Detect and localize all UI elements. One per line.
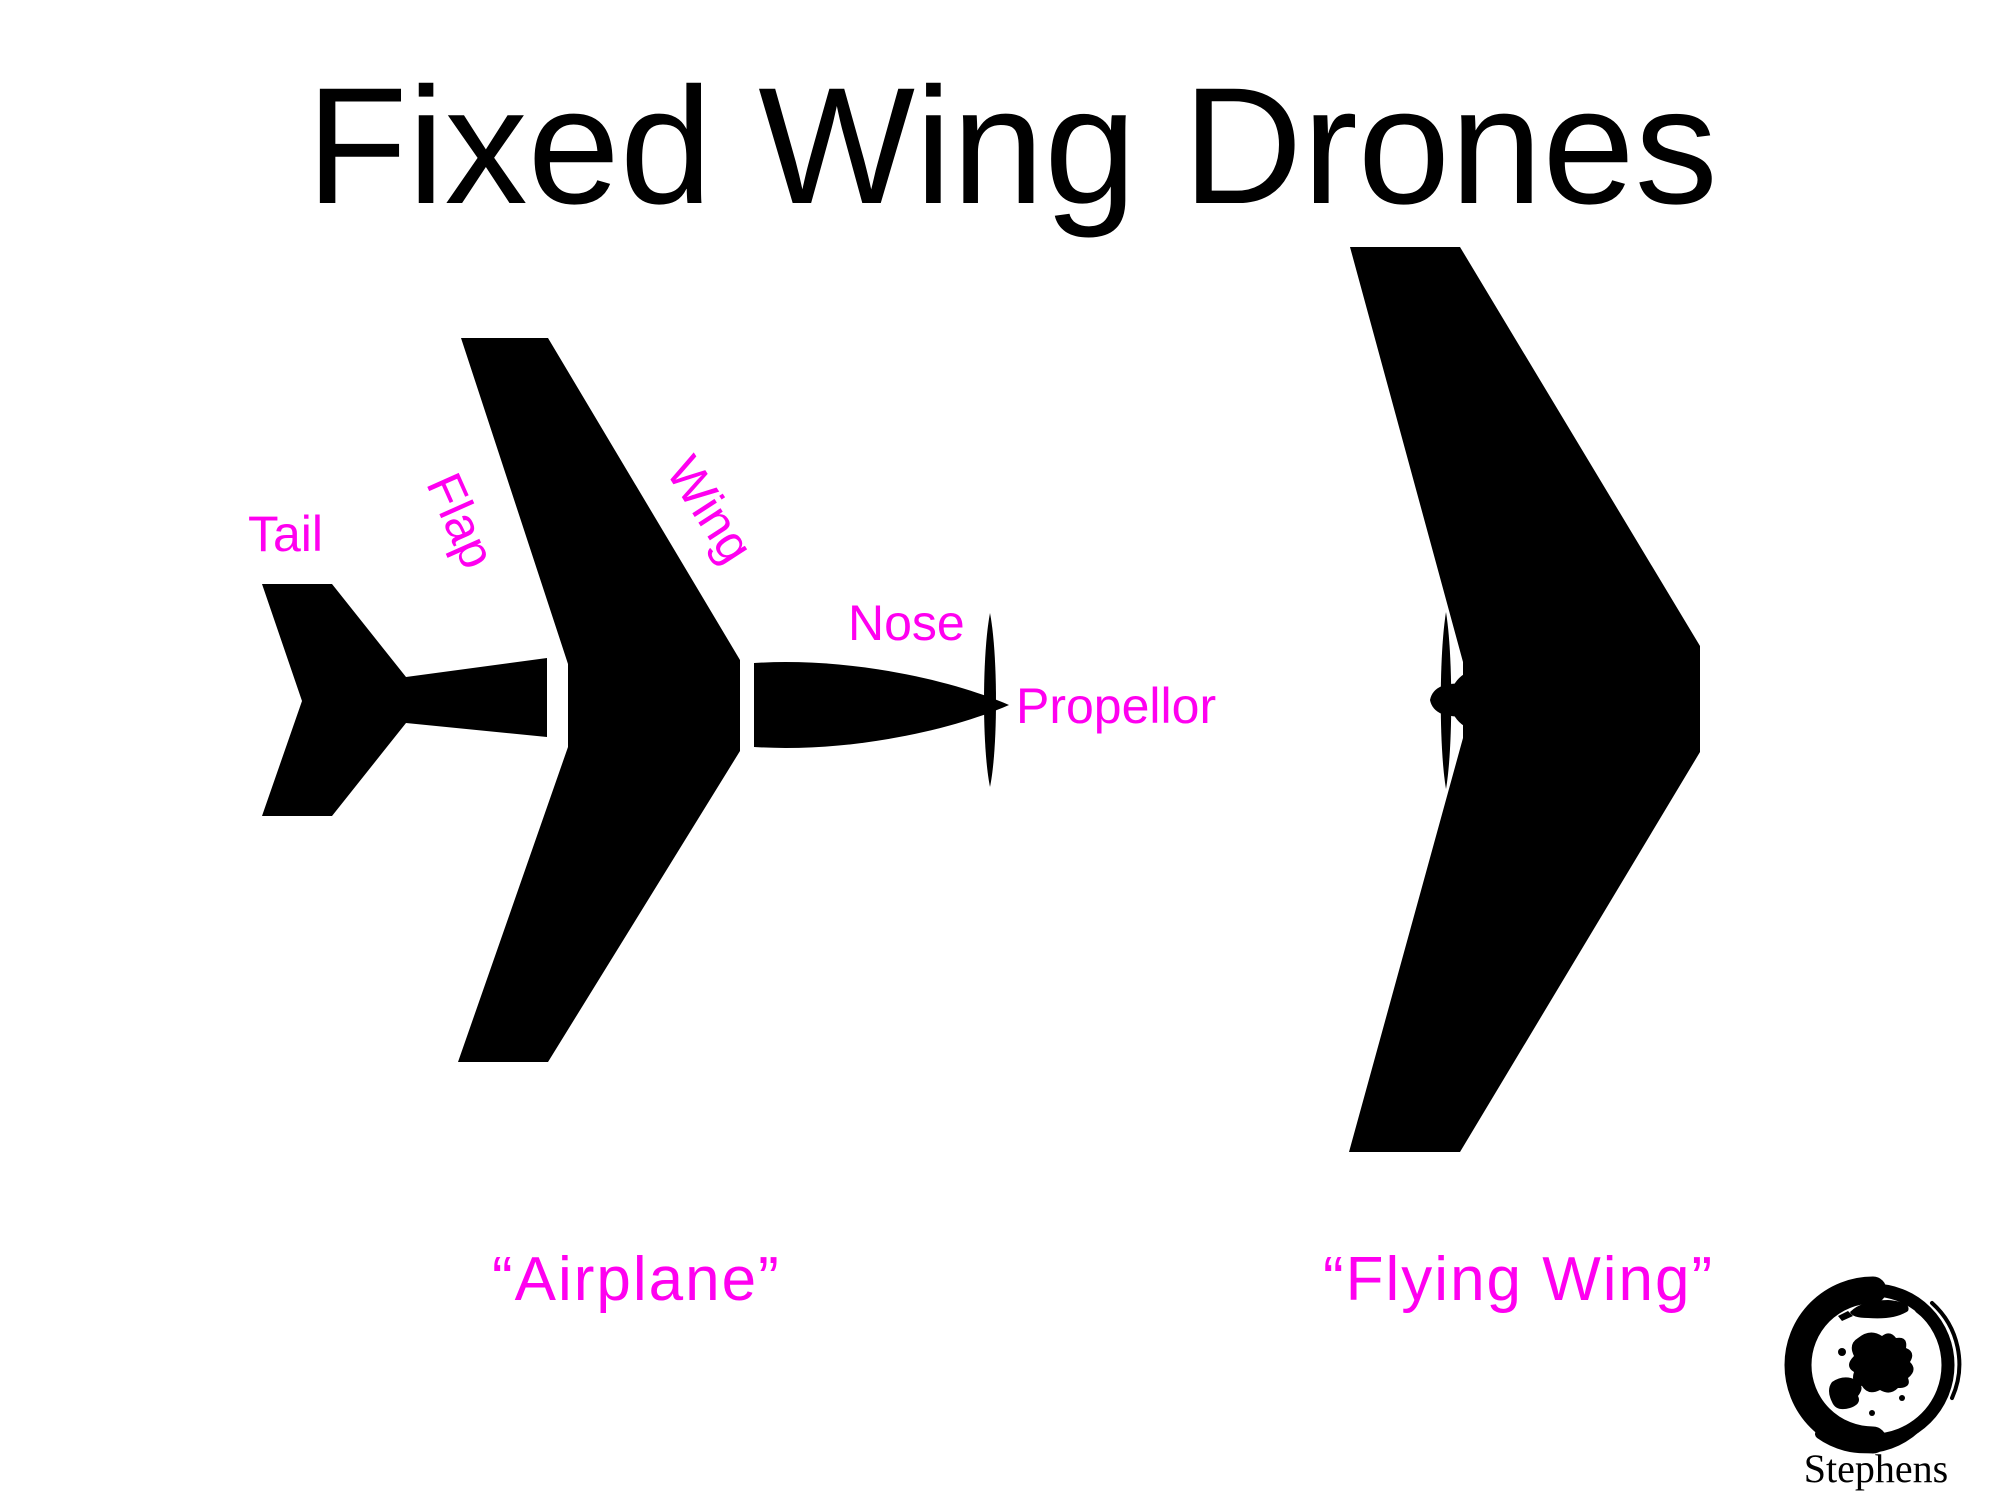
logo-mark (1784, 1276, 1962, 1454)
logo-ring-sketch-right2 (1930, 1301, 1962, 1400)
flying-wing-silhouette (1349, 247, 1700, 1152)
logo-land-main (1849, 1332, 1914, 1393)
airplane-nose-shape (754, 662, 1009, 748)
logo-wordmark: Stephens (1803, 1446, 1949, 1491)
label-tail: Tail (248, 506, 324, 562)
airplane-tail-shape (262, 584, 547, 816)
logo-globe-landmass (1829, 1300, 1914, 1416)
logo-land-south (1829, 1377, 1862, 1410)
logo-land-north (1850, 1300, 1909, 1319)
page-title: Fixed Wing Drones (306, 54, 1718, 239)
logo-ring-sketch-right1 (1915, 1307, 1950, 1393)
airplane-wing-shape (458, 338, 740, 1062)
caption-flying-wing: “Flying Wing” (1323, 1245, 1715, 1314)
logo-land-dot2 (1899, 1395, 1905, 1401)
logo-land-dot3 (1869, 1410, 1875, 1416)
logo-land-dot1 (1838, 1348, 1846, 1356)
logo-land-sliver (1838, 1311, 1853, 1321)
airplane-silhouette (262, 338, 1009, 1062)
caption-airplane: “Airplane” (492, 1245, 781, 1314)
logo-enso-ring (1784, 1276, 1962, 1454)
label-nose: Nose (848, 595, 965, 651)
flying-wing-body-shape (1349, 247, 1700, 1152)
logo-ring-thick-left (1784, 1276, 1887, 1454)
label-propellor: Propellor (1016, 678, 1217, 734)
logo-ring-sketch-bottom (1815, 1413, 1930, 1454)
